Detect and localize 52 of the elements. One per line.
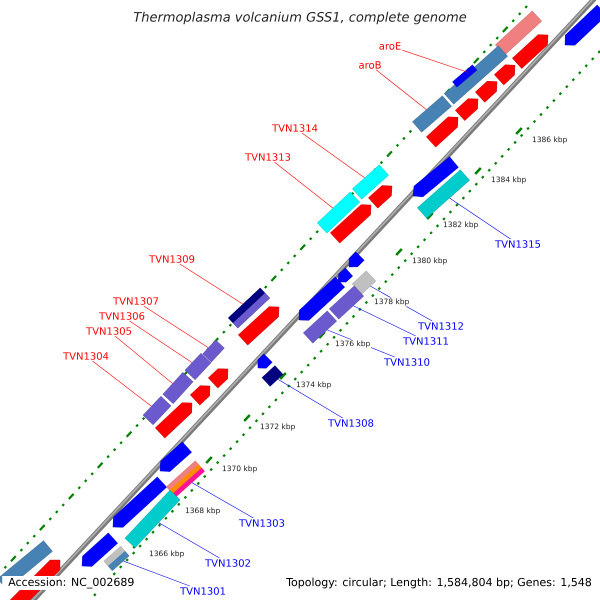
leader-line — [143, 306, 209, 348]
gene-box — [142, 396, 172, 426]
leader-line — [129, 320, 192, 363]
gene-box — [262, 365, 284, 387]
leader-line — [353, 306, 416, 336]
gene-label: TVN1311 — [403, 337, 448, 345]
leader-line — [180, 264, 244, 304]
gene-label: TVN1315 — [495, 240, 540, 248]
info-label: Topology: circular; Length: 1,584,804 bp; Genes: 1,548 — [280, 576, 598, 590]
leader-line — [123, 560, 190, 586]
gene-box — [303, 310, 337, 344]
gene-label: TVN1304 — [63, 352, 108, 360]
title: Thermoplasma volcanium GSS1, complete genome — [134, 12, 466, 24]
gene-label: TVN1303 — [239, 519, 284, 527]
gene-box — [444, 46, 508, 104]
leader-line — [402, 50, 468, 73]
gene-label: TVN1313 — [245, 153, 290, 161]
gene-box — [329, 286, 364, 320]
gene-label: TVN1310 — [384, 358, 430, 366]
leader-line — [192, 482, 254, 518]
gene-box — [228, 288, 270, 328]
info-label: Accession: NC_002689 — [2, 576, 140, 590]
leader-line — [114, 336, 173, 384]
gene-label: aroE — [379, 42, 401, 50]
gene-box — [202, 340, 225, 362]
gene-label: TVN1305 — [86, 327, 132, 335]
gene-box — [166, 460, 205, 498]
leader-line — [92, 360, 152, 406]
gene-label: aroB — [359, 61, 381, 69]
gene-label: TVN1309 — [149, 255, 194, 263]
leader-line — [274, 162, 334, 208]
gene-box — [104, 546, 130, 572]
gene-box — [352, 164, 389, 200]
gene-label: TVN1308 — [328, 419, 374, 427]
gene-box — [184, 353, 212, 380]
gene-box — [417, 170, 470, 218]
gene-label: TVN1301 — [180, 587, 226, 595]
gene-label: TVN1302 — [205, 559, 250, 567]
gene-box — [162, 372, 194, 404]
gene-box — [412, 96, 452, 132]
gene-label: TVN1307 — [113, 297, 158, 305]
leader-line — [302, 132, 365, 178]
gene-box — [124, 490, 180, 548]
leader-line — [449, 198, 511, 240]
gene-label: TVN1312 — [418, 322, 463, 330]
leader-line — [158, 522, 220, 558]
gene-label: TVN1314 — [272, 124, 318, 132]
gene-box — [317, 192, 360, 234]
leader-line — [278, 379, 343, 418]
gene-box — [352, 270, 376, 294]
leader-line — [376, 70, 427, 110]
gene-label: TVN1306 — [99, 312, 144, 320]
